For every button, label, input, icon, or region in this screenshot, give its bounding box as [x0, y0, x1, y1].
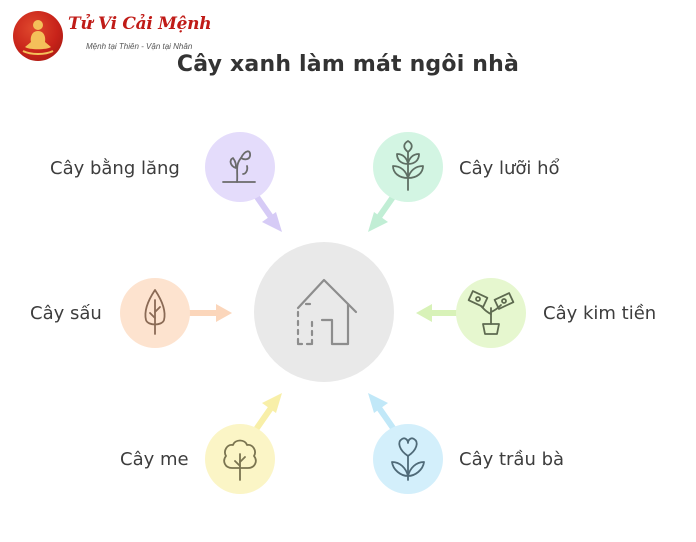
node-bang-lang	[205, 132, 275, 202]
diagram-title: Cây xanh làm mát ngôi nhà	[176, 52, 520, 77]
arrow-kim-tien	[416, 304, 461, 322]
wilting-flower-icon	[222, 150, 256, 183]
label-luoi-ho: Cây lưỡi hổ	[459, 158, 560, 179]
node-luoi-ho	[373, 132, 443, 202]
label-me: Cây me	[120, 449, 189, 470]
label-kim-tien: Cây kim tiền	[543, 303, 657, 324]
leafy-plant-icon	[392, 140, 424, 191]
pine-tree-icon	[144, 289, 166, 335]
arrow-bang-lang	[254, 194, 282, 232]
arrow-me	[254, 393, 282, 431]
center-house-node	[254, 242, 394, 382]
node-me	[205, 424, 275, 494]
arrow-trau-ba	[368, 393, 396, 431]
label-trau-ba: Cây trầu bà	[459, 449, 565, 470]
node-sau	[120, 278, 190, 348]
house-icon	[296, 278, 358, 346]
label-sau: Cây sấu	[30, 303, 102, 324]
meditating-figure-icon	[22, 20, 54, 55]
arrow-sau	[185, 304, 232, 322]
brand-logo[interactable]: Tử Vi Cải Mệnh Mệnh tại Thiên - Vận tại …	[10, 8, 212, 64]
label-bang-lang: Cây bằng lăng	[50, 158, 180, 179]
node-trau-ba	[373, 424, 443, 494]
arrow-luoi-ho	[368, 194, 396, 232]
round-tree-icon	[223, 439, 257, 481]
node-kim-tien	[456, 278, 526, 348]
brand-slogan: Mệnh tại Thiên - Vận tại Nhân	[86, 42, 193, 51]
logo-emblem	[13, 11, 63, 61]
money-plant-icon	[467, 290, 515, 335]
brand-name: Tử Vi Cải Mệnh	[68, 14, 212, 34]
heart-plant-icon	[391, 437, 425, 481]
